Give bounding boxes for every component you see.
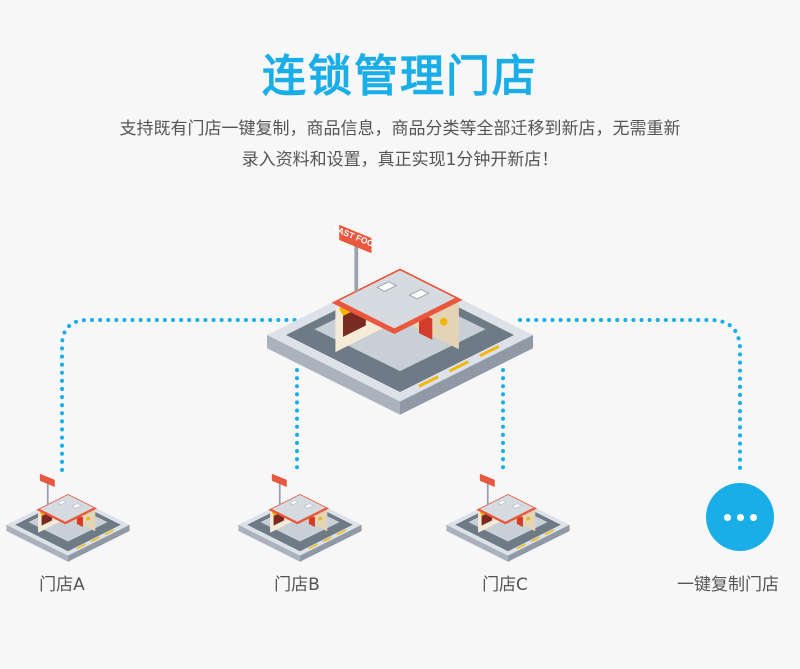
description-line-2: 录入资料和设置，真正实现1分钟开新店！ [241,150,559,170]
description-line-1: 支持既有门店一键复制，商品信息，商品分类等全部迁移到新店，无需重新 [119,119,681,139]
branch-store-a-illustration [5,472,131,563]
page-title: 连锁管理门店 [262,51,538,102]
branch-label-a: 门店A [39,575,85,595]
main-store-illustration: FAST FOOD [265,222,535,417]
branch-store-c-illustration [445,472,571,563]
ellipsis-icon [721,513,760,521]
branch-store-b-illustration [237,472,363,563]
branch-label-c: 门店C [482,575,528,595]
branch-label-b: 门店B [274,575,320,595]
copy-store-button[interactable] [706,483,774,551]
copy-store-label[interactable]: 一键复制门店 [677,575,779,595]
connector-lines [60,318,742,472]
description: 支持既有门店一键复制，商品信息，商品分类等全部迁移到新店，无需重新 录入资料和设… [60,114,740,176]
